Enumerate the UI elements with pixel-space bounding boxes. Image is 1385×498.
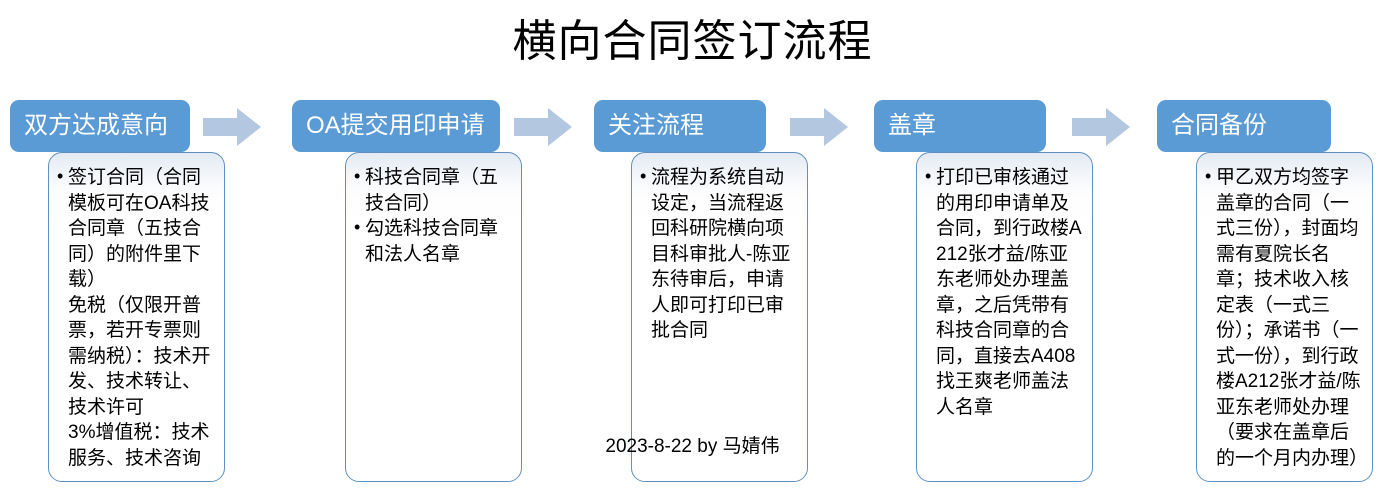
stage-2-bullet-list: 科技合同章（五技合同） 勾选科技合同章和法人名章 (354, 164, 513, 267)
list-item: 流程为系统自动设定，当流程返回科研院横向项目科审批人-陈亚东待审后，申请人即可打… (640, 164, 799, 344)
stage-4-header[interactable]: 盖章 (874, 100, 1046, 152)
stage-3-bullet-list: 流程为系统自动设定，当流程返回科研院横向项目科审批人-陈亚东待审后，申请人即可打… (640, 164, 799, 344)
list-item: 3%增值税：技术服务、技术咨询 (68, 422, 210, 469)
stage-1-header[interactable]: 双方达成意向 (10, 100, 190, 152)
arrow-3-icon (790, 107, 848, 147)
arrow-4-icon (1072, 107, 1130, 147)
stage-5-card: 甲乙双方均签字盖章的合同（一式三份），封面均需有夏院长名章；技术收入核定表（一式… (1196, 152, 1373, 482)
list-item: 甲乙双方均签字盖章的合同（一式三份），封面均需有夏院长名章；技术收入核定表（一式… (1205, 164, 1368, 471)
stage-5-bullet-list: 甲乙双方均签字盖章的合同（一式三份），封面均需有夏院长名章；技术收入核定表（一式… (1205, 164, 1368, 471)
page-title: 横向合同签订流程 (512, 17, 873, 66)
list-item: 勾选科技合同章和法人名章 (354, 215, 513, 267)
stage-4-card: 打印已审核通过的用印申请单及合同，到行政楼A212张才益/陈亚东老师处办理盖章，… (916, 152, 1093, 482)
arrow-1-icon (203, 107, 261, 147)
stage-2-card: 科技合同章（五技合同） 勾选科技合同章和法人名章 (345, 152, 522, 482)
stage-5-header[interactable]: 合同备份 (1157, 100, 1331, 152)
stage-1-card: 签订合同（合同模板可在OA科技合同章（五技合同）的附件里下载） 免税（仅限开普票… (48, 152, 225, 482)
stage-3-card: 流程为系统自动设定，当流程返回科研院横向项目科审批人-陈亚东待审后，申请人即可打… (631, 152, 808, 482)
arrow-2-icon (514, 107, 572, 147)
stage-2-header[interactable]: OA提交用印申请 (292, 100, 500, 152)
stage-4-bullet-list: 打印已审核通过的用印申请单及合同，到行政楼A212张才益/陈亚东老师处办理盖章，… (925, 164, 1084, 420)
list-item: 科技合同章（五技合同） (354, 164, 513, 216)
stage-3-header[interactable]: 关注流程 (594, 100, 766, 152)
list-item: 签订合同（合同模板可在OA科技合同章（五技合同）的附件里下载） (57, 164, 216, 293)
stage-1-bullet-list: 签订合同（合同模板可在OA科技合同章（五技合同）的附件里下载） 免税（仅限开普票… (57, 164, 216, 471)
list-item: 打印已审核通过的用印申请单及合同，到行政楼A212张才益/陈亚东老师处办理盖章，… (925, 164, 1084, 420)
list-item: 免税（仅限开普票，若开专票则需纳税）：技术开发、技术转让、技术许可 (68, 294, 211, 418)
footer-note: 2023-8-22 by 马婧伟 (605, 436, 780, 457)
